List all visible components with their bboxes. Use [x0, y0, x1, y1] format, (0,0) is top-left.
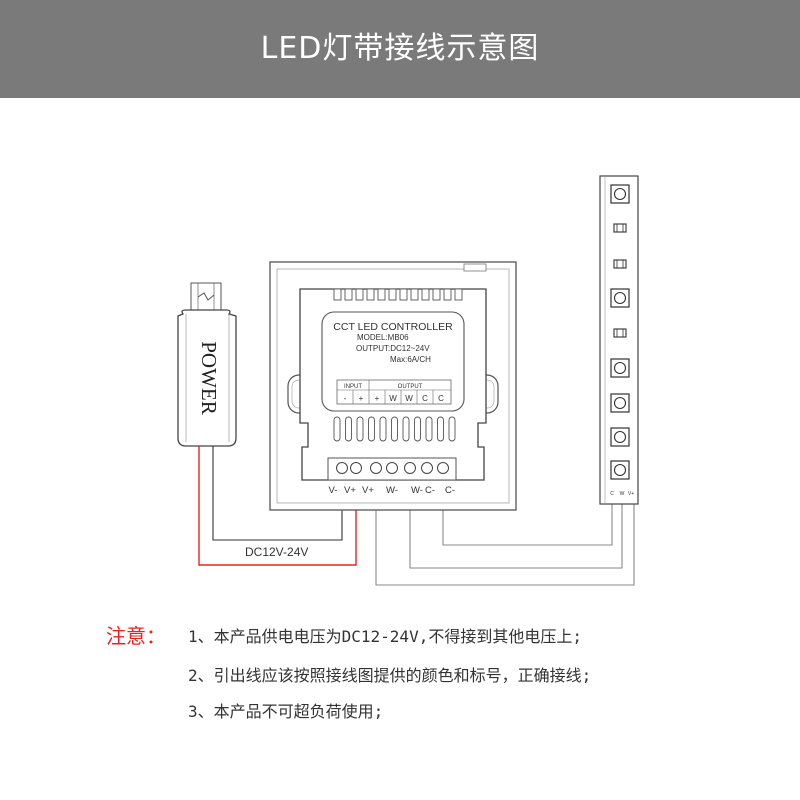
led-strip-pin-label: C [610, 491, 614, 497]
controller-output-spec: OUTPUT:DC12~24V [356, 344, 430, 353]
fin [443, 288, 452, 301]
terminal-screw [370, 462, 382, 474]
fin [421, 288, 430, 301]
led-strip-pin-label: V+ [628, 491, 634, 497]
controller-pin-labels: V-V+V+W-W-C-C- [329, 485, 456, 496]
fin [432, 288, 441, 301]
header-banner [0, 0, 800, 98]
heatsink-fins [333, 288, 463, 301]
terminal-symbol: + [375, 394, 380, 403]
vent-slot [425, 416, 433, 442]
page-title: LED灯带接线示意图 [260, 31, 540, 66]
controller-pin-label: W- [386, 485, 398, 496]
vent-slot [437, 416, 444, 442]
vent-slot [356, 416, 364, 442]
controller-title: CCT LED CONTROLLER [333, 321, 453, 333]
vplus-output-wire [375, 503, 635, 586]
terminal-symbol: C [422, 394, 428, 403]
resistor [613, 328, 627, 338]
terminal-symbol: - [344, 394, 347, 403]
controller-pin-label: W- [411, 485, 423, 496]
led-lens [613, 187, 627, 201]
fin [388, 288, 397, 301]
led-strip-pin-label: W [620, 491, 625, 497]
vent-slot [368, 416, 375, 442]
fin [410, 288, 419, 301]
controller-pin-label: V+ [362, 485, 374, 496]
vent-slot [333, 416, 341, 442]
fin [344, 288, 353, 301]
controller-panel: CCT LED CONTROLLER MODEL:MB06 OUTPUT:DC1… [269, 261, 517, 511]
supply-voltage-label: DC12V-24V [245, 545, 308, 559]
resistor [613, 259, 627, 269]
led-lens [613, 430, 627, 444]
vent-slot [379, 416, 387, 442]
notes-label: 注意： [106, 624, 166, 648]
resistor [613, 223, 627, 233]
power-supply-label: POWER [197, 341, 221, 415]
controller-pin-label: V+ [344, 485, 356, 496]
terminal-screw [386, 462, 398, 474]
terminal-screw [437, 462, 449, 474]
terminal-symbol: + [359, 394, 364, 403]
led-lens [613, 361, 627, 375]
terminal-screw [350, 462, 362, 474]
terminal-dividers [352, 390, 434, 404]
terminal-symbol: W [405, 394, 413, 403]
fin [399, 288, 408, 301]
vent-slot [391, 416, 398, 442]
positive-supply-wire [198, 446, 357, 566]
controller-model: MODEL:MB06 [357, 333, 409, 342]
controller-pin-label: C- [425, 485, 435, 496]
controller-max-current: Max:6A/CH [390, 355, 431, 364]
input-group-label: INPUT [344, 384, 362, 390]
vent-slot [345, 416, 352, 442]
note-item: 3、本产品不可超负荷使用; [188, 702, 384, 721]
fin [355, 288, 364, 301]
fin [333, 288, 342, 301]
fin [377, 288, 386, 301]
w-output-wire [409, 480, 623, 569]
vent-slot [414, 416, 421, 442]
terminal-screw [336, 462, 348, 474]
terminal-screws [336, 462, 449, 474]
c-output-wire [442, 480, 613, 546]
note-item: 1、本产品供电电压为DC12-24V,不得接到其他电压上; [188, 627, 582, 646]
led-strip-components [610, 184, 630, 480]
led-lens [613, 463, 627, 477]
led-lens [613, 396, 627, 410]
terminal-symbol: C [438, 394, 444, 403]
controller-pin-label: V- [329, 485, 338, 496]
power-supply: POWER [177, 282, 237, 447]
note-item: 2、引出线应该按照接线图提供的颜色和标号，正确接线; [188, 666, 592, 685]
fin [454, 288, 463, 301]
vent-slots [333, 416, 456, 442]
controller-pin-label: C- [445, 485, 455, 496]
fin [366, 288, 375, 301]
vent-slot [448, 416, 456, 442]
output-group-label: OUTPUT [398, 384, 423, 390]
vent-slot [402, 416, 410, 442]
terminal-symbol: W [389, 394, 397, 403]
led-lens [613, 291, 627, 305]
terminal-screw [421, 462, 433, 474]
terminal-screw [404, 462, 416, 474]
